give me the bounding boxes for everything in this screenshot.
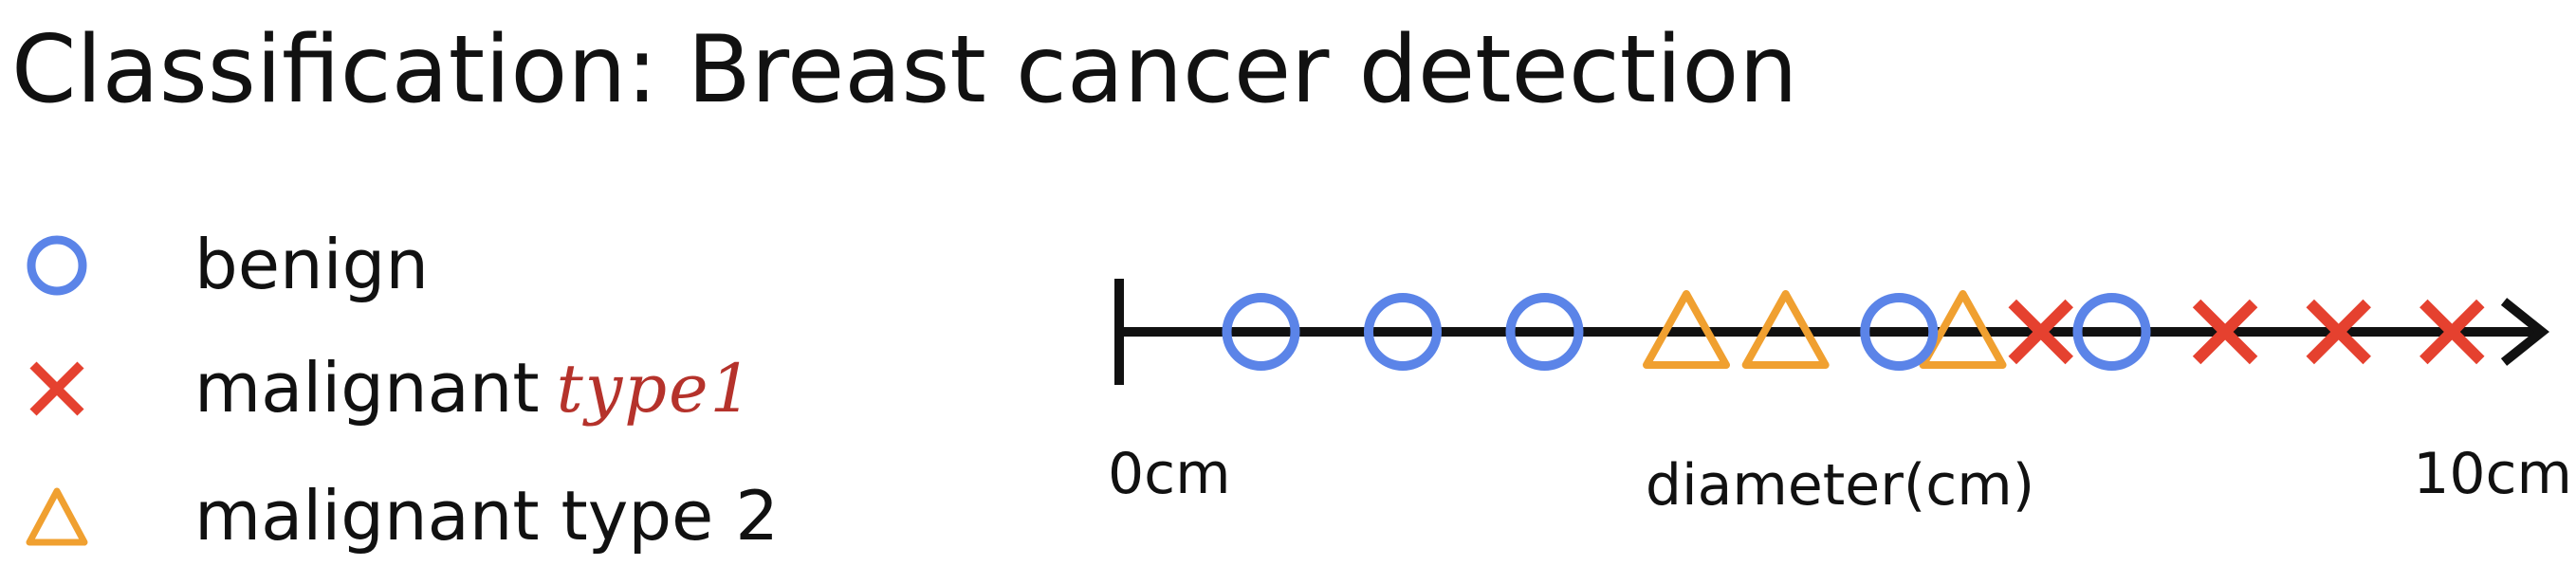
malignant-type2-point [1919,290,2007,369]
page-title: Classification: Breast cancer detection [11,16,1798,124]
tick-label-max: 10cm [2413,441,2572,507]
cross-stroke [2008,299,2073,365]
legend-label: malignant type 2 [194,476,780,556]
tick-label-min: 0cm [1108,441,1231,507]
malignant-type2-point [1643,290,1730,369]
benign-point [2072,293,2151,371]
malignant-type2-point [1741,290,1830,369]
cross-stroke [2420,299,2485,365]
legend-label-text: malignant [194,348,540,428]
handwritten-annotation: type1 [556,350,755,428]
axis-arrowhead [2500,298,2550,366]
legend-item-malignant-type2: malignant type 2 [0,465,948,569]
data-marks [1222,290,2485,371]
malignant-type1-point [2306,299,2371,365]
legend-label: benign [194,225,429,304]
benign-point [1364,293,1442,371]
triangle-icon [26,487,88,546]
malignant-type1-point [2420,299,2485,365]
cross-icon [29,361,84,416]
legend-item-benign: benign [0,213,948,318]
axis [1114,279,2550,385]
circle-icon [27,235,87,296]
benign-point [1860,293,1939,371]
scatter-chart: 0cm 10cm diameter(cm) [1108,279,2572,519]
cross-stroke [2306,299,2371,365]
benign-point [1505,293,1584,371]
benign-point [1222,293,1300,371]
cross-stroke [2192,299,2258,365]
x-axis-label: diameter(cm) [1646,452,2034,519]
malignant-type1-point [2008,299,2073,365]
malignant-type1-point [2192,299,2258,365]
